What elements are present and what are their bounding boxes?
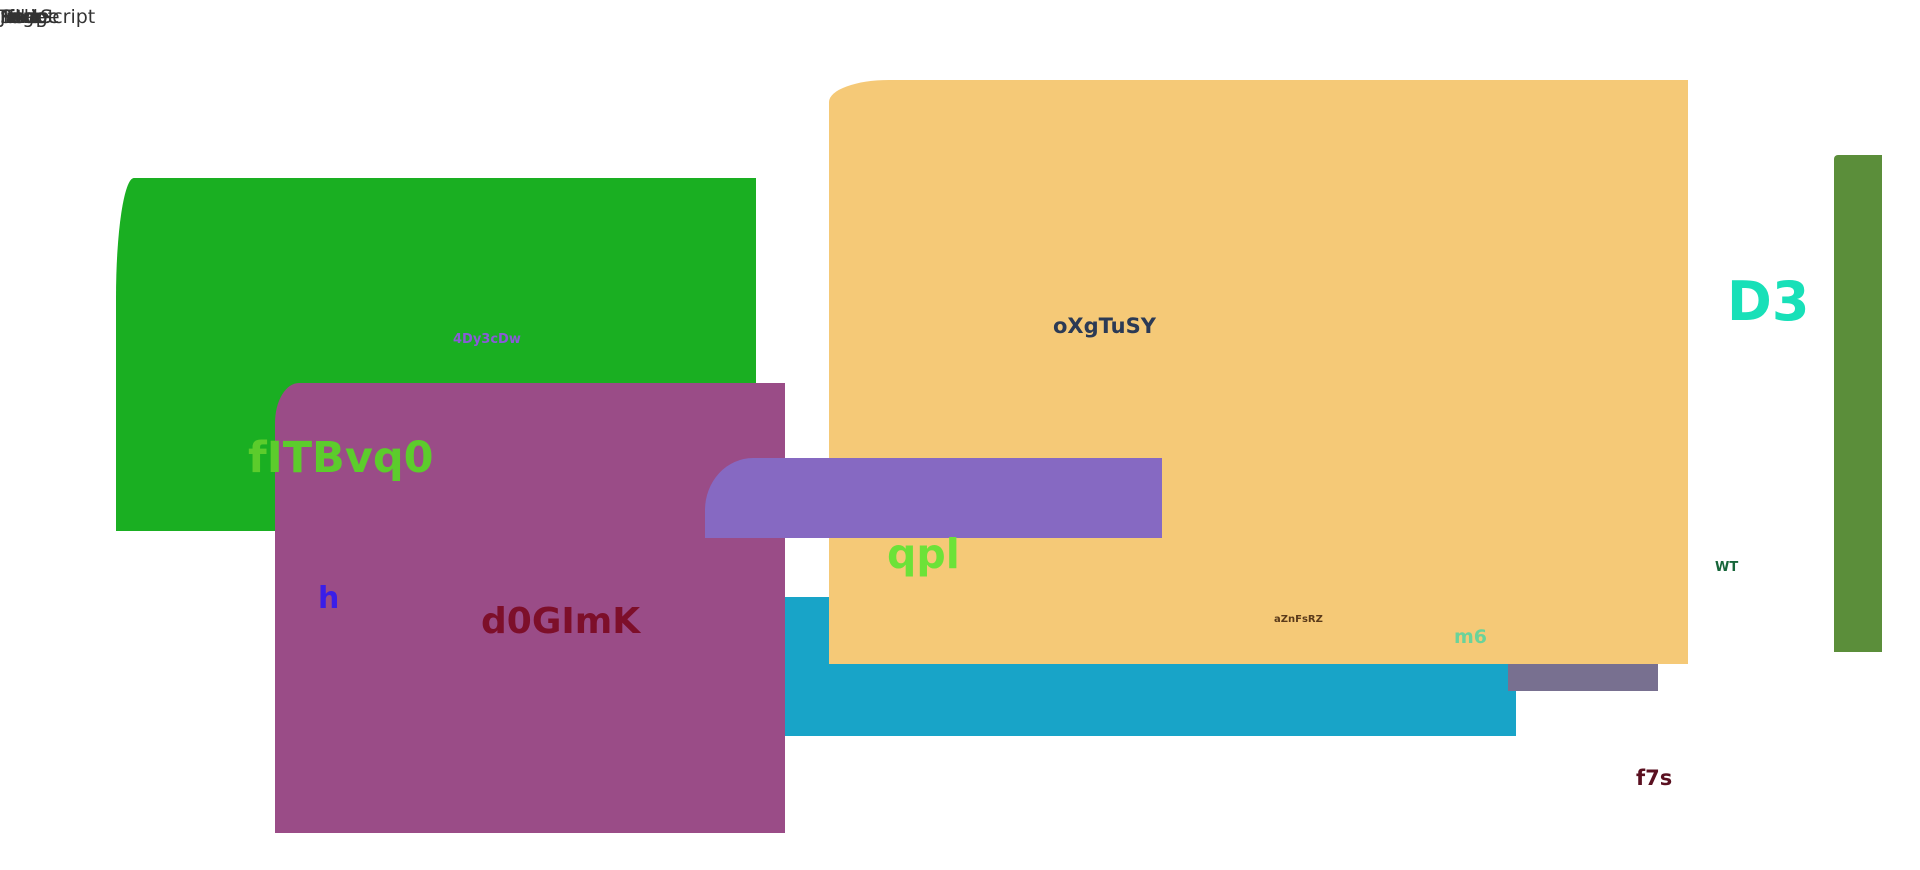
top-left-text: Image — [0, 6, 60, 28]
d3-label: D3 — [1727, 270, 1810, 333]
top-left-text: Node — [0, 6, 50, 28]
purple-block-main-label: d0GImK — [481, 601, 641, 642]
top-left-text: JavaScript — [0, 6, 96, 28]
m6-label: m6 — [1454, 626, 1488, 648]
wt-label: WT — [1715, 560, 1739, 575]
top-left-text: Text — [0, 6, 39, 28]
lavender-bar — [705, 458, 1162, 538]
orange-block — [829, 80, 1688, 664]
small-orange-label: aZnFsRZ — [1274, 614, 1323, 625]
green-block-label: 4Dy3cDw — [453, 332, 521, 347]
orange-block-label: oXgTuSY — [1053, 314, 1156, 338]
big-green-label: fITBvq0 — [248, 433, 434, 483]
top-left-text: Fill — [0, 6, 26, 28]
top-left-text: Script — [0, 6, 56, 28]
f7s-label: f7s — [1636, 766, 1673, 790]
top-left-text: Page — [0, 6, 46, 28]
grey-bar — [1508, 664, 1658, 691]
lavender-bar-label: qpl — [887, 530, 960, 578]
right-green-bar — [1834, 155, 1882, 652]
top-left-text: Title — [0, 6, 41, 28]
purple-block-h-label: h — [318, 581, 340, 616]
purple-block — [275, 383, 785, 833]
